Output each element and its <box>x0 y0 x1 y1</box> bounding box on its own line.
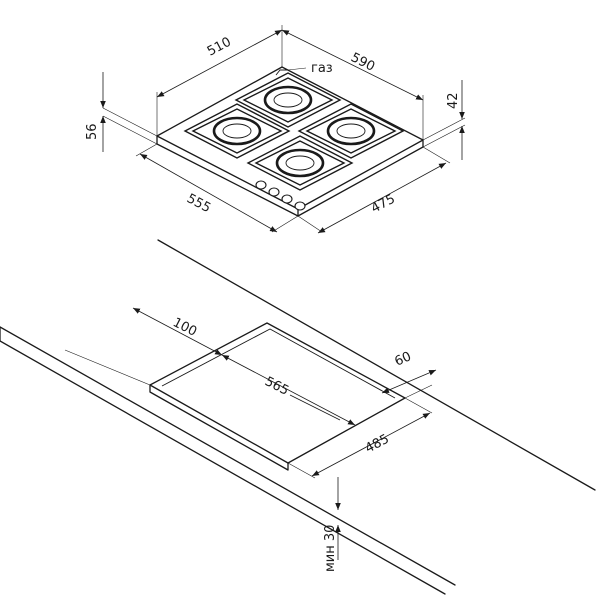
dim-475-label: 475 <box>369 192 398 217</box>
burner-back <box>234 72 342 128</box>
cutout-dimensions <box>64 307 437 560</box>
dim-100-label: 100 <box>170 315 199 340</box>
dim-565-label: 565 <box>262 374 291 399</box>
countertop-illustration <box>0 239 596 595</box>
dim-510-label: 510 <box>205 35 234 60</box>
dim-42-label: 42 <box>446 92 461 109</box>
dim-555-label: 555 <box>184 191 213 216</box>
hob-dimensions <box>100 25 466 234</box>
dim-590-label: 590 <box>348 50 377 75</box>
dim-56-label: 56 <box>85 123 100 140</box>
knob-3 <box>281 194 293 204</box>
knob-4 <box>294 201 306 211</box>
knob-2 <box>268 187 280 197</box>
countertop-front-edge <box>0 326 456 586</box>
control-knobs <box>255 180 306 211</box>
knob-1 <box>255 180 267 190</box>
gas-label: газ <box>311 61 333 76</box>
countertop-back-edge <box>157 239 596 491</box>
burner-left <box>183 103 291 159</box>
dim-min30-label: мин 30 <box>323 525 338 572</box>
dim-60-label: 60 <box>393 349 414 369</box>
burner-right <box>297 103 405 159</box>
